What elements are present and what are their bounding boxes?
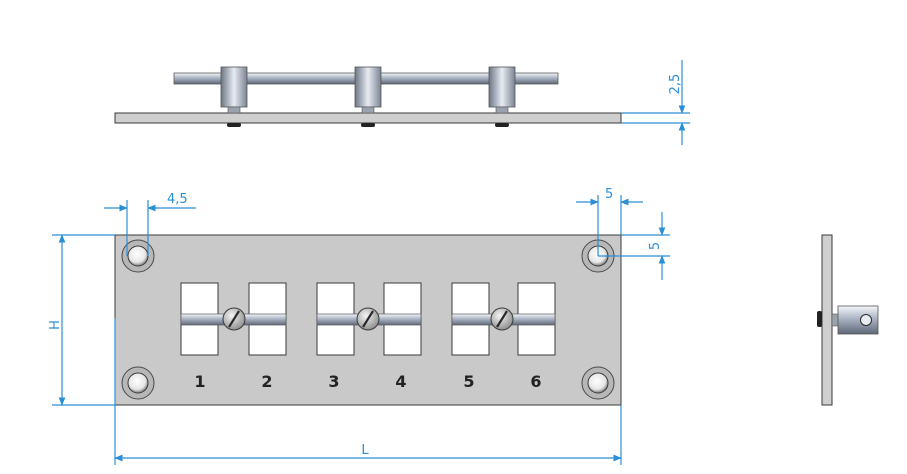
terminal-number: 1 [194, 372, 205, 391]
clamp-block [488, 66, 516, 114]
hole-offset-y-label: 5 [648, 242, 663, 250]
length-label: L [361, 443, 369, 458]
terminal-number: 5 [463, 372, 474, 391]
plate-edge-view [114, 112, 622, 124]
terminal-number: 3 [328, 372, 339, 391]
bottom-screw-head [361, 123, 375, 127]
terminal-number: 4 [395, 372, 406, 391]
clamp-block [354, 66, 382, 114]
length-dimension: L [114, 318, 622, 465]
hole-offset-x-label: 5 [605, 187, 613, 202]
side-clamp-block [837, 305, 879, 335]
top-view: 2,5 [114, 60, 690, 145]
mounting-hole [121, 239, 155, 273]
screw-icon [356, 307, 380, 331]
hole-diameter-dimension: 4,5 [104, 192, 196, 256]
plate-side-edge [821, 234, 833, 406]
thickness-label: 2,5 [668, 74, 683, 95]
screw-icon [222, 307, 246, 331]
height-dimension: H [48, 234, 115, 406]
hole-offset-y-dimension: 5 [598, 212, 670, 280]
terminal-number: 6 [530, 372, 541, 391]
front-view: 1 2 3 4 5 6 4,5 5 5 [48, 187, 670, 465]
mounting-hole [581, 366, 615, 400]
clamp-block [220, 66, 248, 114]
hole-diameter-label: 4,5 [167, 192, 188, 207]
bottom-screw-head [495, 123, 509, 127]
screw-icon [490, 307, 514, 331]
bottom-screw-head [227, 123, 241, 127]
hole-offset-x-dimension: 5 [576, 187, 643, 256]
thickness-dimension: 2,5 [621, 60, 690, 145]
side-view [817, 234, 879, 406]
terminal-number: 2 [261, 372, 272, 391]
mounting-hole [121, 366, 155, 400]
side-screw-head [817, 311, 822, 327]
height-label: H [48, 320, 63, 330]
